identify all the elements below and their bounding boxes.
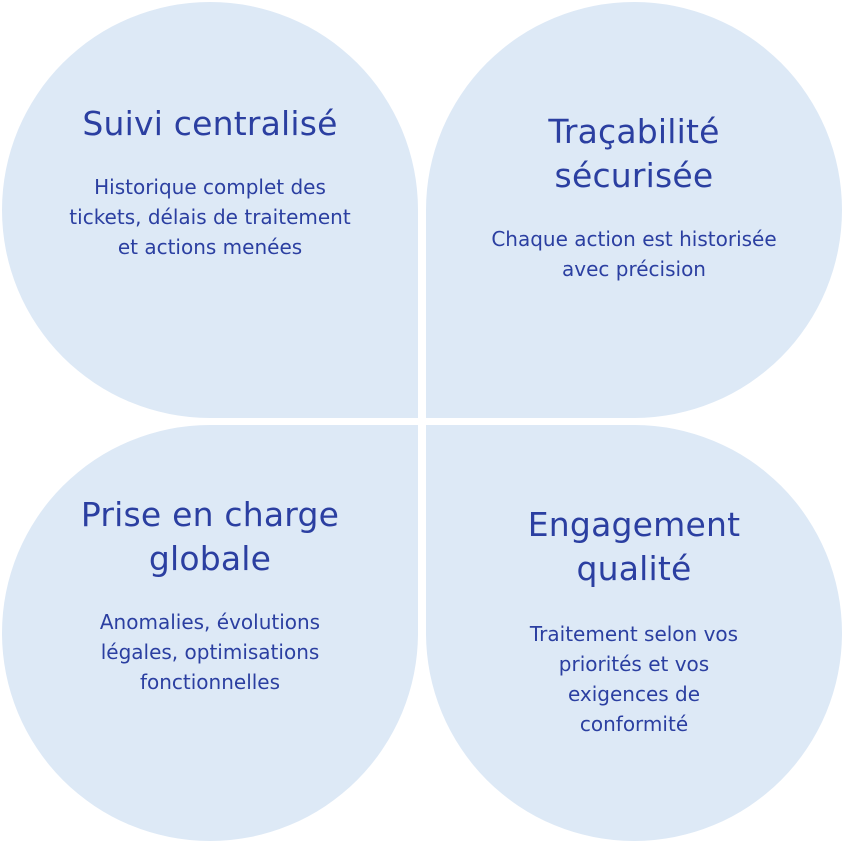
quadrant-suivi-centralise: Suivi centralisé Historique complet des … <box>2 2 418 418</box>
quadrant-tracabilite-securisee: Traçabilité sécurisée Chaque action est … <box>426 2 842 418</box>
quadrant-engagement-qualite: Engagement qualité Traitement selon vos … <box>426 425 842 841</box>
quadrant-description: Traitement selon vos priorités et vos ex… <box>529 622 739 736</box>
quadrant-title: Engagement qualité <box>527 505 741 588</box>
quadrant-title: Prise en charge globale <box>80 495 340 578</box>
quadrant-title: Traçabilité sécurisée <box>548 112 720 195</box>
quadrant-description: Chaque action est historisée avec précis… <box>491 227 777 281</box>
quadrant-description: Anomalies, évolutions légales, optimisat… <box>99 610 321 694</box>
quadrant-description: Historique complet des tickets, délais d… <box>69 175 351 259</box>
quadrant-prise-en-charge-globale: Prise en charge globale Anomalies, évolu… <box>2 425 418 841</box>
quadrant-title: Suivi centralisé <box>82 104 338 143</box>
